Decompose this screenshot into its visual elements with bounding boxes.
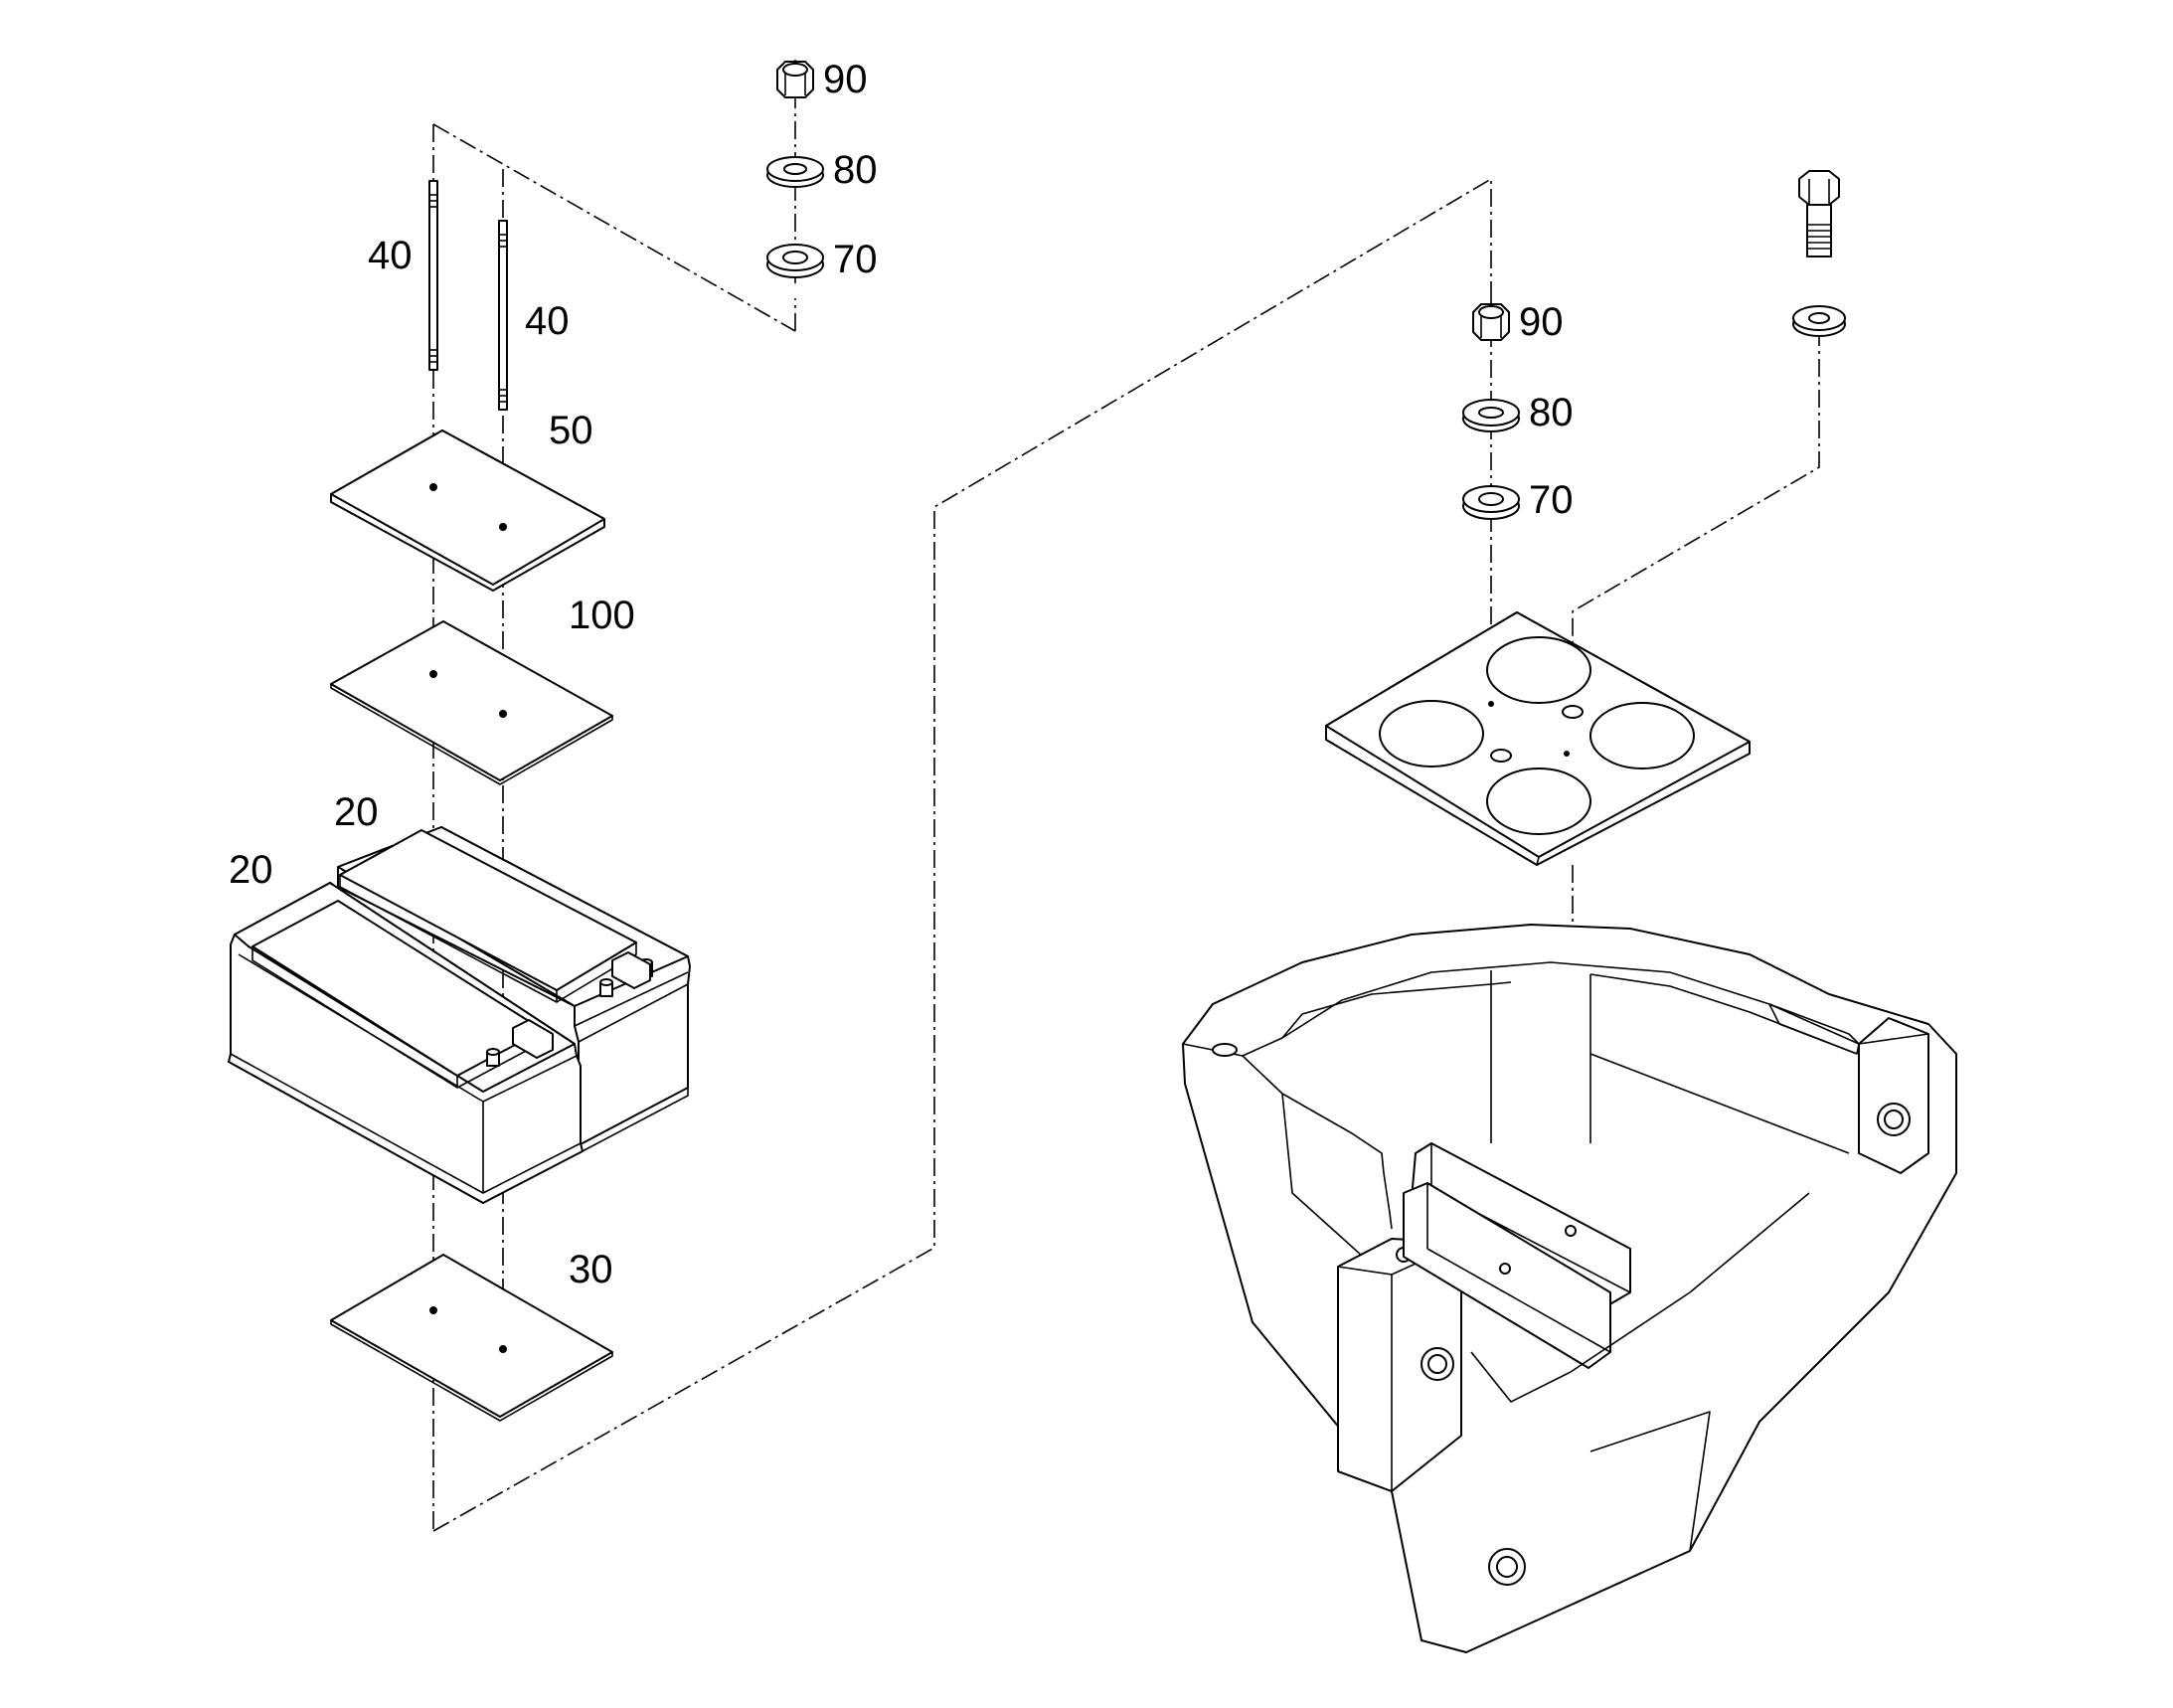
callout-40: 40	[368, 234, 413, 277]
washer-icon	[766, 244, 824, 278]
callout-20: 20	[229, 848, 273, 892]
washer-icon	[1462, 399, 1520, 432]
callout-90: 90	[1519, 300, 1564, 344]
callout-labels: 90 80 70 40 40 50 100 20 20 30 90 80 70	[229, 58, 1574, 1291]
battery-bracket-icon	[1182, 924, 1957, 1653]
washer-icon	[1462, 485, 1520, 520]
battery-icon	[228, 882, 584, 1204]
threaded-stud-icon	[428, 180, 438, 371]
callout-100: 100	[569, 594, 635, 637]
nut-icon	[776, 61, 814, 98]
nut-icon	[1472, 303, 1510, 341]
callout-70: 70	[1529, 478, 1574, 522]
washer-icon	[1792, 305, 1846, 337]
battery-icon	[337, 826, 691, 1154]
base-pad-icon	[330, 1254, 613, 1422]
rubber-pad-icon	[330, 620, 613, 785]
callout-80: 80	[833, 148, 878, 192]
washer-icon	[766, 156, 824, 188]
callout-70: 70	[833, 238, 878, 281]
mounting-plate-icon	[1325, 611, 1751, 866]
callout-30: 30	[569, 1248, 613, 1291]
threaded-stud-icon	[498, 220, 508, 411]
clamp-plate-icon	[330, 429, 605, 592]
callout-40: 40	[525, 299, 570, 343]
callout-80: 80	[1529, 391, 1574, 434]
callout-20: 20	[334, 790, 379, 834]
callout-50: 50	[549, 409, 593, 452]
callout-90: 90	[823, 58, 868, 101]
bolt-icon	[1798, 170, 1840, 257]
